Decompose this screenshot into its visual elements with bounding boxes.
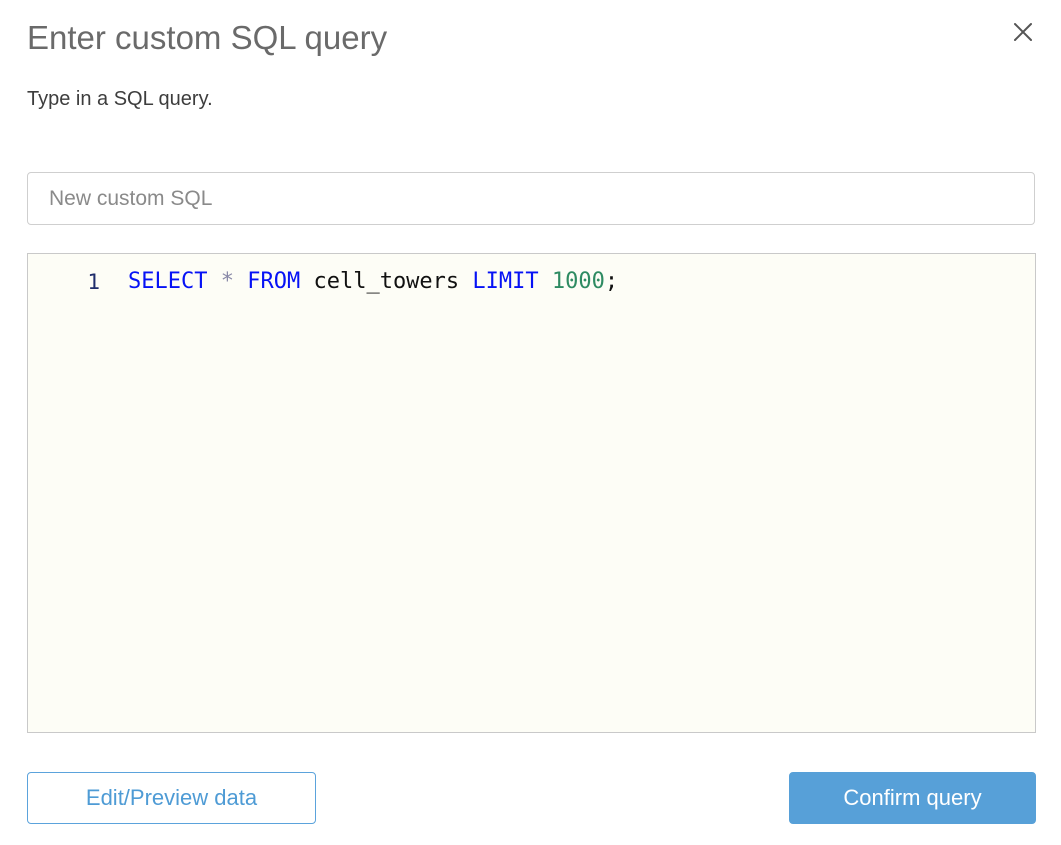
sql-space (300, 269, 313, 294)
sql-token-semicolon: ; (604, 269, 619, 294)
sql-space (234, 269, 247, 294)
sql-token-limit: LIMIT (472, 269, 539, 294)
edit-preview-data-button[interactable]: Edit/Preview data (27, 772, 316, 824)
sql-space (459, 269, 472, 294)
sql-space (539, 269, 552, 294)
dialog-subtitle: Type in a SQL query. (27, 88, 213, 110)
confirm-query-button[interactable]: Confirm query (789, 772, 1036, 824)
query-name-input[interactable] (27, 172, 1035, 225)
sql-token-star: * (220, 269, 234, 294)
sql-code-text[interactable]: SELECT * FROM cell_towers LIMIT 1000; (108, 254, 1035, 732)
sql-token-from: FROM (247, 269, 301, 294)
close-icon[interactable] (1005, 14, 1041, 50)
sql-token-select: SELECT (128, 269, 208, 294)
page-title: Enter custom SQL query (27, 19, 388, 56)
sql-token-limit-value: 1000 (551, 269, 605, 294)
editor-line-number: 1 (87, 270, 100, 294)
sql-space (207, 269, 220, 294)
sql-editor[interactable]: 1 SELECT * FROM cell_towers LIMIT 1000; (27, 253, 1036, 733)
sql-token-table: cell_towers (313, 269, 460, 294)
